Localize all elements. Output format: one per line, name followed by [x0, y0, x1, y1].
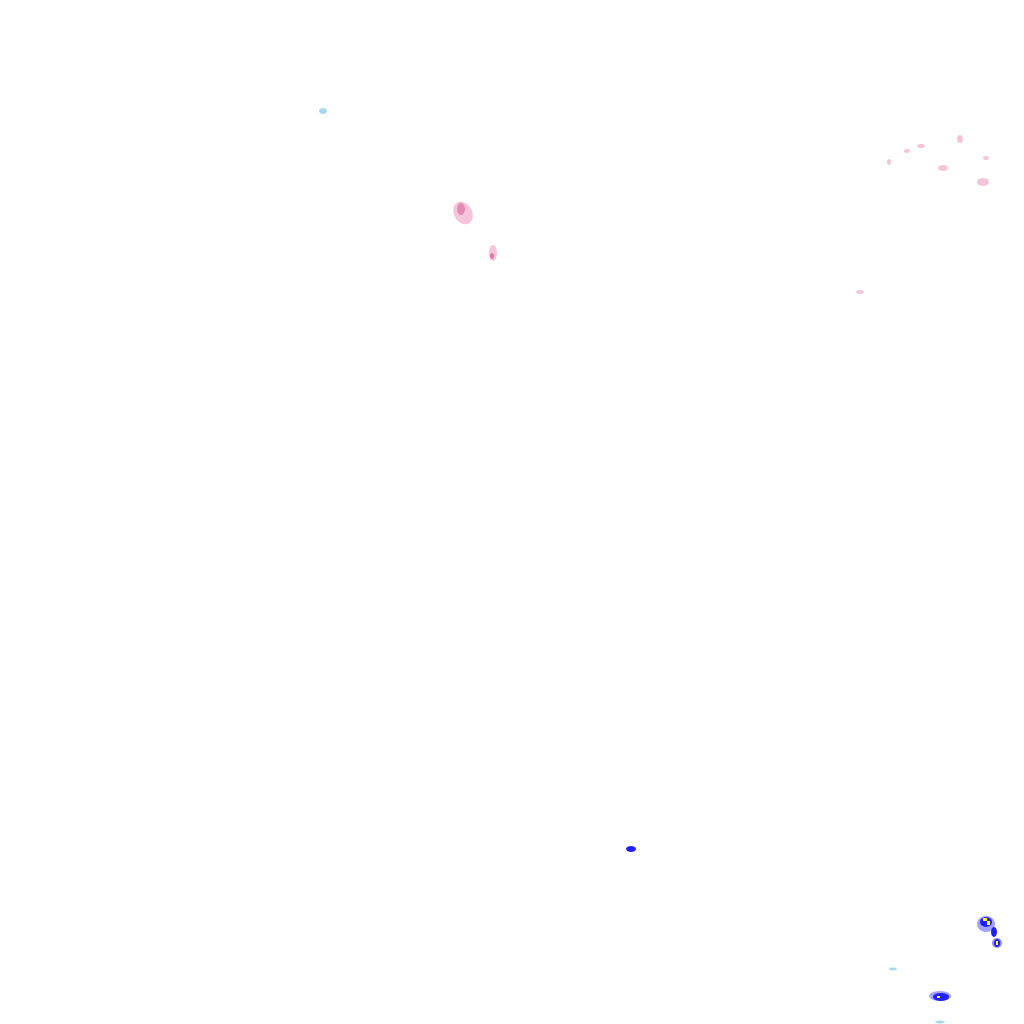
rain-cells-southeast: [889, 916, 1002, 1024]
rain-cell-south-central: [626, 846, 636, 852]
rain-cell-northwest: [319, 108, 327, 114]
snow-cells-northeast: [856, 135, 989, 294]
snow-cell-north-central: [453, 201, 497, 261]
